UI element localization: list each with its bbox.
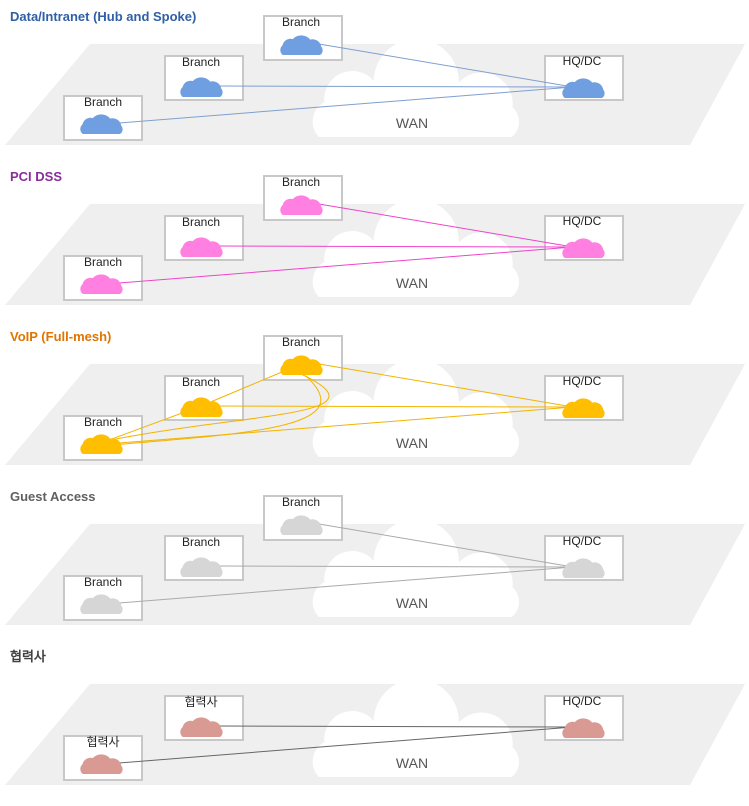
link-line — [218, 725, 574, 728]
link-line — [118, 246, 574, 284]
branch-cloud-icon — [80, 594, 123, 614]
wan-cloud-icon — [312, 519, 520, 617]
panel: Data/Intranet (Hub and Spoke)WANBranchBr… — [5, 9, 745, 145]
wan-label: WAN — [396, 275, 428, 291]
link-line — [118, 566, 574, 604]
hq-cloud-icon — [562, 558, 605, 578]
branch-label: Branch — [182, 535, 220, 549]
branch-label: Branch — [282, 175, 320, 189]
wan-cloud-icon — [312, 679, 520, 777]
branch-cloud-icon — [280, 515, 323, 535]
branch-label: Branch — [84, 415, 122, 429]
panel-title: Guest Access — [10, 489, 96, 504]
branch-label: 협력사 — [86, 735, 119, 749]
hq-label: HQ/DC — [563, 214, 602, 228]
hq-cloud-icon — [562, 398, 605, 418]
link-line — [218, 85, 574, 88]
hq-cloud-icon — [562, 238, 605, 258]
hq-label: HQ/DC — [563, 54, 602, 68]
hq-cloud-icon — [562, 718, 605, 738]
branch-label: Branch — [84, 95, 122, 109]
panel-title: Data/Intranet (Hub and Spoke) — [10, 9, 196, 24]
branch-cloud-icon — [280, 35, 323, 55]
branch-cloud-icon — [280, 355, 323, 375]
branch-cloud-icon — [80, 434, 123, 454]
hq-label: HQ/DC — [563, 694, 602, 708]
branch-cloud-icon — [80, 274, 123, 294]
panel: VoIP (Full-mesh)WANBranchBranchBranchHQ/… — [5, 329, 745, 465]
hq-box — [544, 695, 624, 741]
branch-cloud-icon — [180, 557, 223, 577]
branch-label: Branch — [182, 55, 220, 69]
mesh-link-line — [115, 373, 330, 440]
panel-title: 협력사 — [10, 649, 46, 664]
hq-label: HQ/DC — [563, 534, 602, 548]
link-line — [218, 245, 574, 248]
hq-box — [544, 215, 624, 261]
branch-cloud-icon — [180, 717, 223, 737]
branch-label: Branch — [282, 495, 320, 509]
branch-cloud-icon — [80, 114, 123, 134]
link-line — [218, 405, 574, 408]
branch-cloud-icon — [180, 397, 223, 417]
hq-cloud-icon — [562, 78, 605, 98]
branch-label: Branch — [282, 15, 320, 29]
link-line — [118, 86, 574, 124]
link-line — [318, 43, 574, 88]
wan-label: WAN — [396, 435, 428, 451]
branch-label: Branch — [182, 375, 220, 389]
wan-cloud-icon — [312, 39, 520, 137]
link-line — [318, 203, 574, 248]
branch-cloud-icon — [80, 754, 123, 774]
link-line — [318, 363, 574, 408]
branch-label: 협력사 — [184, 695, 217, 709]
wan-label: WAN — [396, 755, 428, 771]
link-line — [318, 523, 574, 568]
link-line — [218, 565, 574, 568]
wan-label: WAN — [396, 595, 428, 611]
wan-label: WAN — [396, 115, 428, 131]
branch-label: Branch — [182, 215, 220, 229]
panel-title: PCI DSS — [10, 169, 62, 184]
branch-cloud-icon — [180, 77, 223, 97]
panel-title: VoIP (Full-mesh) — [10, 329, 111, 344]
branch-label: Branch — [282, 335, 320, 349]
branch-cloud-icon — [180, 237, 223, 257]
wan-cloud-icon — [312, 359, 520, 457]
link-line — [118, 406, 574, 444]
link-line — [118, 726, 574, 764]
branch-label: Branch — [84, 575, 122, 589]
branch-cloud-icon — [280, 195, 323, 215]
branch-label: Branch — [84, 255, 122, 269]
mesh-link-line — [110, 375, 322, 446]
hq-label: HQ/DC — [563, 374, 602, 388]
wan-cloud-icon — [312, 199, 520, 297]
